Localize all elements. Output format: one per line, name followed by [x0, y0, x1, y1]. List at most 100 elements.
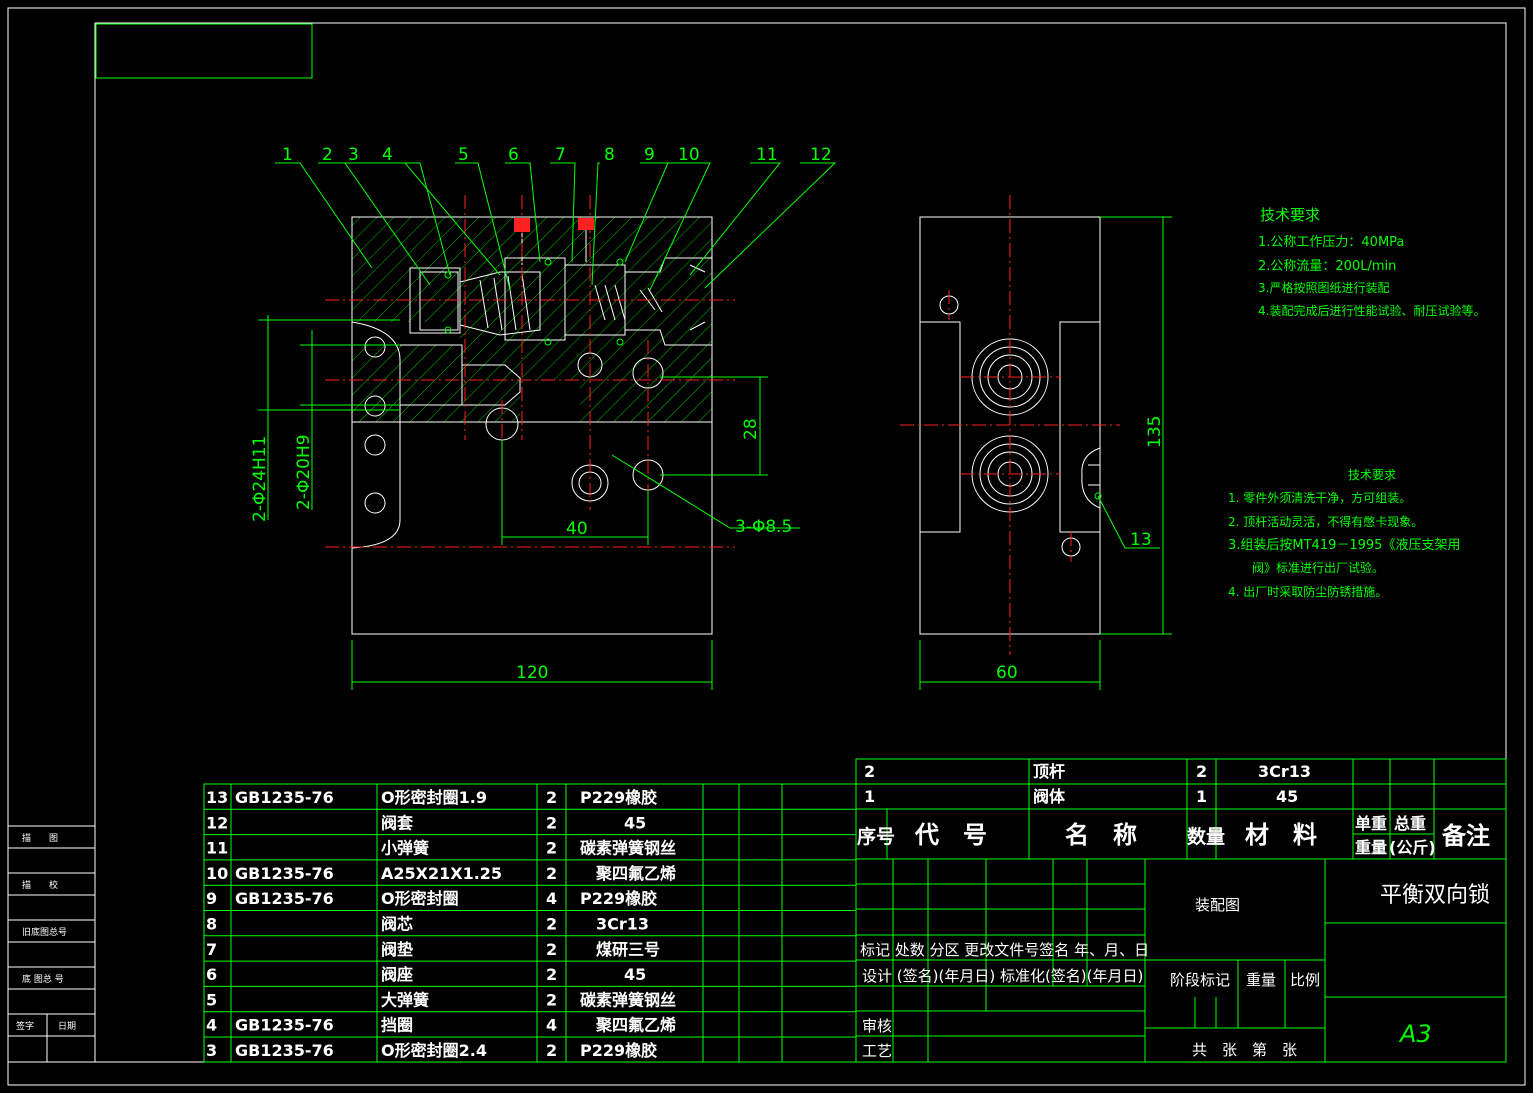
side-strip: 描 图 描 校 旧底图总号 底 图总 号 签字 日期 — [7, 825, 96, 1063]
bom-0-code: GB1235-76 — [235, 788, 334, 807]
bom-1-mat: 45 — [624, 813, 646, 832]
bom-5-mat: 3Cr13 — [596, 915, 649, 934]
balloon-11: 11 — [756, 145, 778, 165]
bom-8-no: 5 — [206, 990, 217, 1009]
bom-2-no: 11 — [206, 839, 228, 858]
title-block: 标记 处数 分区 更改文件号签名 年、月、日 设计 (签名)(年月日) 标准化(… — [855, 858, 1507, 1063]
bomr-1-qty: 1 — [1196, 787, 1207, 806]
bom-1-no: 12 — [206, 813, 228, 832]
tech2-item-3: 阀》标准进行出厂试验。 — [1252, 560, 1384, 575]
dim-120: 120 — [516, 663, 548, 683]
bom-9-name: 挡圈 — [381, 1016, 413, 1035]
balloon-9: 9 — [644, 145, 655, 165]
balloon-13: 13 — [1130, 530, 1152, 550]
hdr-note: 备注 — [1441, 822, 1490, 850]
bom-3-qty: 2 — [546, 864, 557, 883]
side-view: 13 — [900, 195, 1160, 655]
bom-3-mat: 聚四氟乙烯 — [595, 864, 676, 883]
tech2-item-2: 3.组装后按MT419－1995《液压支架用 — [1228, 538, 1460, 553]
tb-row1: 标记 处数 分区 更改文件号签名 年、月、日 — [860, 941, 1149, 959]
bomr-0-no: 2 — [864, 762, 875, 781]
bom-9-mat: 聚四氟乙烯 — [595, 1016, 676, 1035]
balloon-12: 12 — [810, 145, 832, 165]
balloon-4: 4 — [382, 145, 393, 165]
bom-4-name: O形密封圈 — [381, 889, 459, 908]
tb-row2: 设计 (签名)(年月日) 标准化(签名)(年月日) — [862, 967, 1143, 985]
bomr-0-mat: 3Cr13 — [1258, 762, 1311, 781]
bom-1-name: 阀套 — [381, 813, 414, 832]
tech2-title: 技术要求 — [1348, 468, 1396, 482]
bom-10-name: O形密封圈2.4 — [381, 1041, 487, 1060]
front-view — [325, 195, 735, 635]
bomr-0-name: 顶杆 — [1033, 762, 1065, 781]
bom-8-mat: 碳素弹簧钢丝 — [580, 990, 676, 1009]
leaders — [275, 162, 837, 291]
bom-8-name: 大弹簧 — [381, 990, 429, 1009]
hdr-code: 代 号 — [914, 821, 987, 849]
side-label-5: 日期 — [58, 1021, 76, 1032]
bomr-1-no: 1 — [864, 787, 875, 806]
tb-process: 工艺 — [862, 1042, 892, 1060]
bom-10-code: GB1235-76 — [235, 1041, 334, 1060]
bomr-1-name: 阀体 — [1033, 787, 1066, 806]
balloon-8: 8 — [604, 145, 615, 165]
bom-8-qty: 2 — [546, 990, 557, 1009]
bom-0-no: 13 — [206, 788, 228, 807]
bom-0-qty: 2 — [546, 788, 557, 807]
bom-10-no: 3 — [206, 1041, 217, 1060]
bom-0-name: O形密封圈1.9 — [381, 788, 487, 807]
hdr-no: 序号 — [857, 825, 895, 848]
hdr-name: 名 称 — [1065, 821, 1137, 849]
bom-9-code: GB1235-76 — [235, 1016, 334, 1035]
tech2-item-0: 1. 零件外须清洗干净，方可组装。 — [1228, 490, 1411, 505]
tb-title: 平衡双向锁 — [1380, 883, 1490, 908]
bom-7-no: 6 — [206, 965, 217, 984]
tech1-item-0: 1.公称工作压力：40MPa — [1258, 235, 1404, 250]
bom-2-mat: 碳素弹簧钢丝 — [580, 839, 676, 858]
hdr-unit1: 单重 — [1355, 814, 1387, 833]
bom-5-name: 阀芯 — [381, 915, 413, 934]
tech1-item-3: 4.装配完成后进行性能试验、耐压试验等。 — [1258, 303, 1485, 318]
bom-3-no: 10 — [206, 864, 228, 883]
balloon-3: 3 — [348, 145, 359, 165]
tech1-item-1: 2.公称流量：200L/min — [1258, 259, 1396, 274]
bom-7-qty: 2 — [546, 965, 557, 984]
hdr-qty: 数量 — [1187, 825, 1225, 848]
hdr-unit2: 重量 — [1355, 838, 1387, 857]
bom-3-name: A25X21X1.25 — [381, 864, 502, 883]
bom-6-no: 7 — [206, 940, 217, 959]
tb-size: A3 — [1398, 1020, 1432, 1048]
side-label-1: 描 校 — [22, 879, 58, 891]
balloon-labels: 1 2 3 4 5 6 7 8 9 10 11 12 — [282, 145, 832, 165]
bom-4-mat: P229橡胶 — [580, 889, 657, 908]
balloon-5: 5 — [458, 145, 469, 165]
hdr-mat: 材 料 — [1245, 821, 1317, 849]
bom-6-qty: 2 — [546, 940, 557, 959]
bom-6-name: 阀垫 — [381, 940, 413, 959]
dim-135: 135 — [1145, 416, 1165, 448]
tech-req-1: 技术要求 1.公称工作压力：40MPa 2.公称流量：200L/min 3.严格… — [1258, 206, 1485, 318]
dim-holes: 3-Φ8.5 — [735, 517, 792, 537]
side-dimensions: 60 135 — [919, 216, 1172, 690]
balloon-10: 10 — [678, 145, 700, 165]
bom-3-code: GB1235-76 — [235, 864, 334, 883]
tb-weight: 重量 — [1246, 971, 1276, 989]
bom-0-mat: P229橡胶 — [580, 788, 657, 807]
tech1-title: 技术要求 — [1260, 206, 1320, 224]
top-left-box — [95, 23, 313, 79]
bom-7-name: 阀座 — [381, 965, 413, 984]
bom-2-name: 小弹簧 — [381, 839, 429, 858]
dim-40: 40 — [566, 519, 588, 539]
hdr-total1: 总重 — [1394, 814, 1426, 833]
tech2-item-1: 2. 顶杆活动灵活，不得有憋卡现象。 — [1228, 514, 1423, 529]
bom-9-no: 4 — [206, 1016, 217, 1035]
bom-5-no: 8 — [206, 915, 217, 934]
bom-2-qty: 2 — [546, 839, 557, 858]
bom-6-mat: 煤研三号 — [596, 940, 660, 959]
tech1-item-2: 3.严格按照图纸进行装配 — [1258, 280, 1389, 295]
dim-d20: 2-Φ20H9 — [294, 434, 314, 510]
tb-review: 审核 — [862, 1017, 892, 1035]
dim-d24: 2-Φ24H11 — [250, 436, 270, 522]
balloon-2: 2 — [322, 145, 333, 165]
